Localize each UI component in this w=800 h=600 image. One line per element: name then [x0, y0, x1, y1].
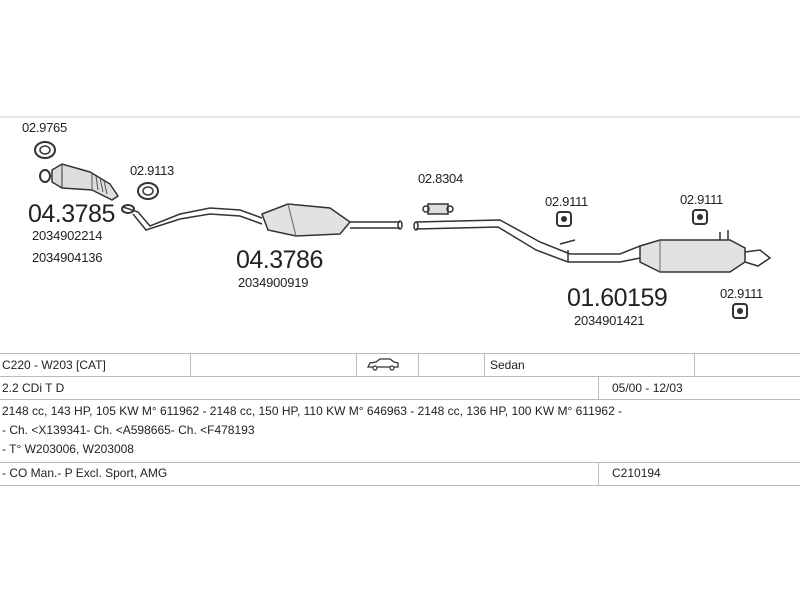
catalyst-part-number: 04.3785	[28, 200, 115, 228]
rear-silencer-icon	[413, 219, 772, 273]
catalyst-oe-number-1: 2034902214	[32, 228, 103, 243]
table-divider	[0, 485, 800, 486]
engine-cell: 2.2 CDi T D	[2, 381, 65, 395]
hanger-1-part-number: 02.9111	[545, 194, 588, 209]
gasket-1-part-number: 02.9765	[22, 120, 67, 135]
hanger-2-part-number: 02.9111	[680, 192, 723, 207]
body-type-cell: Sedan	[490, 358, 525, 372]
catalyst-oe-number-2: 2034904136	[32, 250, 103, 265]
table-column-divider	[484, 353, 485, 376]
hanger-3-part-number: 02.9111	[720, 286, 763, 301]
clamp-part-number: 02.8304	[418, 171, 463, 186]
hanger-1-icon	[556, 211, 572, 227]
type-codes-cell: - T° W203006, W203008	[2, 442, 134, 456]
table-column-divider	[598, 376, 599, 399]
middle-silencer-part-number: 04.3786	[236, 246, 323, 274]
table-divider	[0, 376, 800, 377]
exhaust-drawing	[0, 116, 800, 319]
gasket-2-part-number: 02.9113	[130, 163, 174, 178]
middle-silencer-oe-number: 2034900919	[238, 275, 309, 290]
table-divider	[0, 399, 800, 400]
years-cell: 05/00 - 12/03	[612, 381, 683, 395]
table-column-divider	[598, 462, 599, 485]
table-column-divider	[694, 353, 695, 376]
table-divider	[0, 353, 800, 354]
gasket-2-icon	[137, 182, 159, 200]
table-column-divider	[356, 353, 357, 376]
hanger-2-icon	[692, 209, 708, 225]
clamp-icon	[422, 203, 454, 215]
table-column-divider	[190, 353, 191, 376]
rear-silencer-part-number: 01.60159	[567, 284, 668, 312]
table-column-divider	[418, 353, 419, 376]
rear-silencer-oe-number: 2034901421	[574, 313, 645, 328]
chassis-cell: - Ch. <X139341- Ch. <A598665- Ch. <F4781…	[2, 423, 255, 437]
catalyst-icon	[39, 163, 120, 201]
model-cell: C220 - W203 [CAT]	[2, 358, 106, 372]
table-divider	[0, 462, 800, 463]
hanger-3-icon	[732, 303, 748, 319]
sedan-car-icon	[366, 357, 400, 376]
middle-silencer-icon	[121, 203, 403, 237]
gasket-1-icon	[34, 141, 56, 159]
code-cell: C210194	[612, 466, 661, 480]
notes-cell: - CO Man.- P Excl. Sport, AMG	[2, 466, 168, 480]
specs-cell: 2148 cc, 143 HP, 105 KW M° 611962 - 2148…	[2, 404, 623, 418]
